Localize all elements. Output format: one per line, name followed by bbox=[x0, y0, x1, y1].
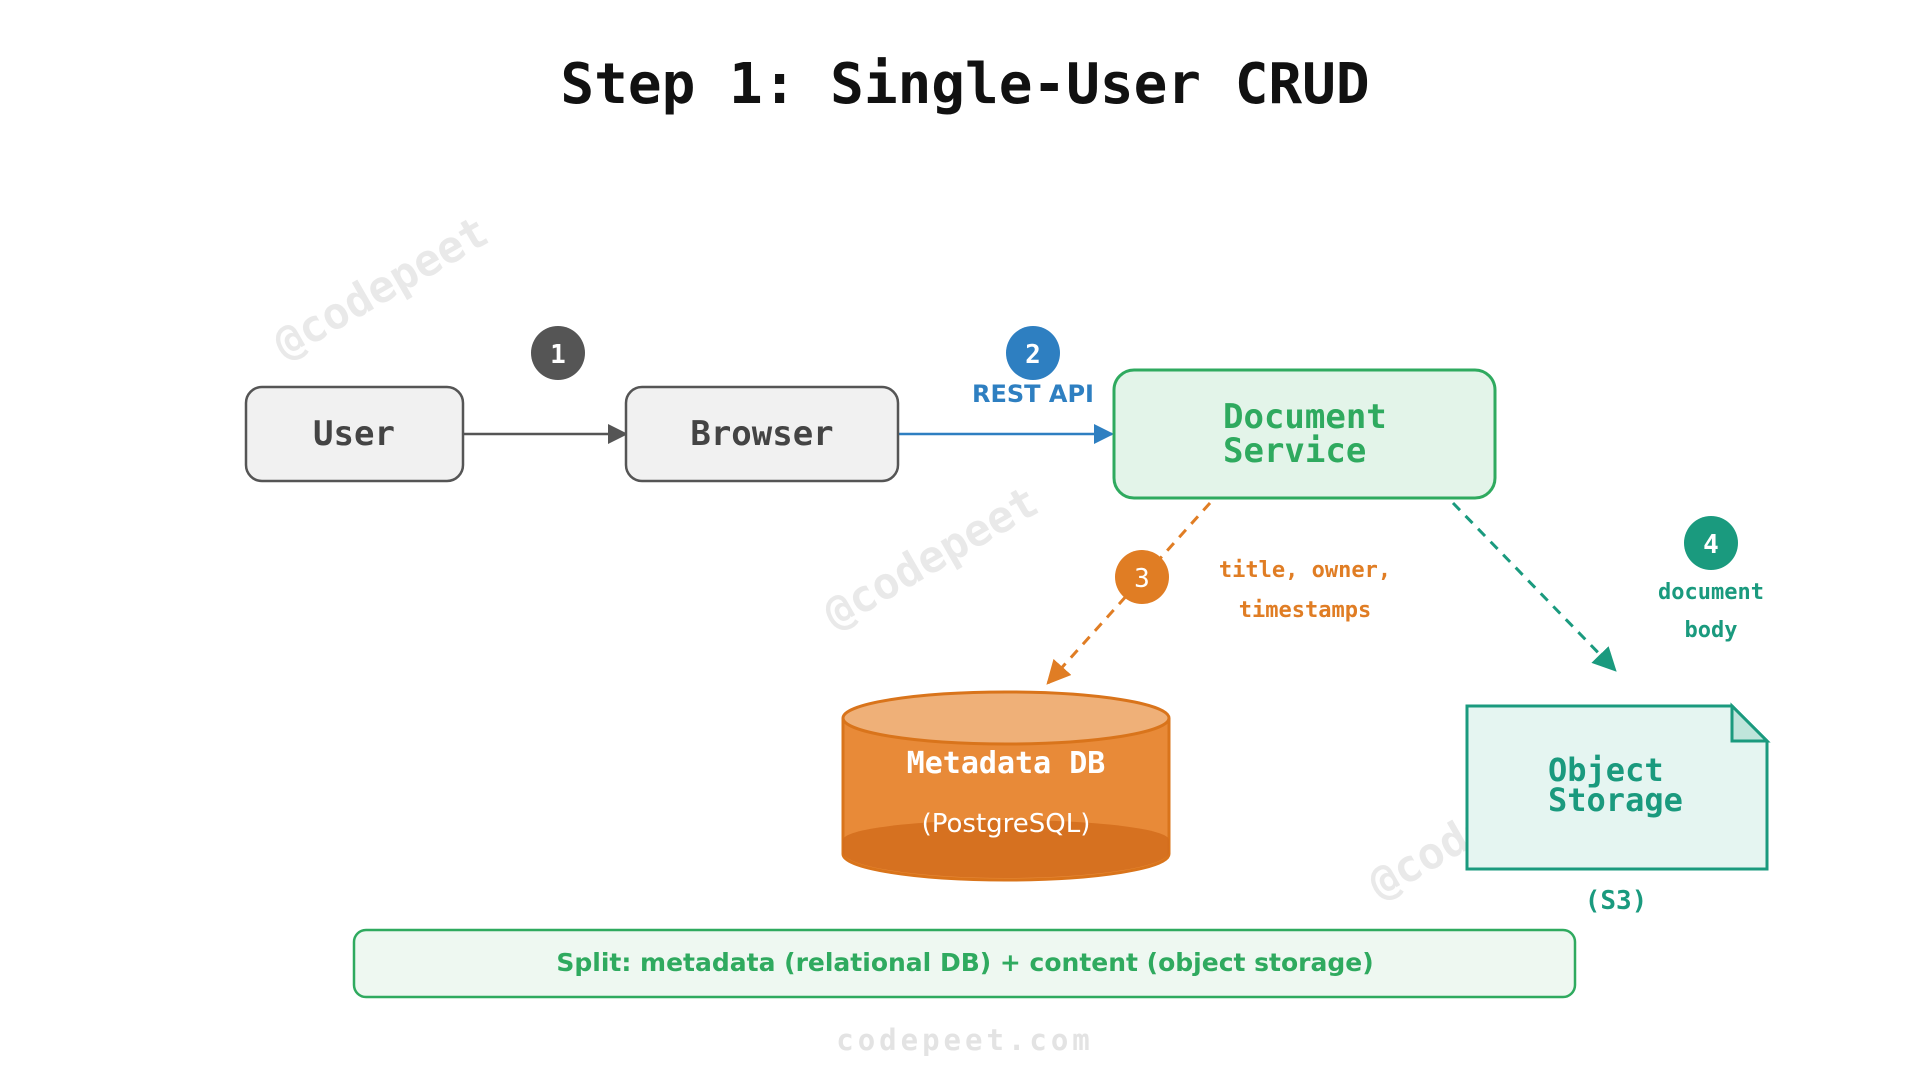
node-user-label: User bbox=[313, 414, 395, 454]
step-1: 1 bbox=[531, 326, 585, 380]
step-label-4-line1: document bbox=[1658, 580, 1764, 605]
site-footer: codepeet.com bbox=[836, 1023, 1094, 1057]
step-label-3-line2: timestamps bbox=[1239, 598, 1371, 623]
step-badge-3 bbox=[1115, 550, 1169, 604]
node-document-service-label-line1: Document bbox=[1223, 397, 1387, 437]
step-3: 3 title, owner, timestamps bbox=[1115, 550, 1391, 623]
step-label-2: REST API bbox=[972, 380, 1094, 408]
node-metadata-db-label: Metadata DB bbox=[907, 746, 1106, 781]
step-2: 2 REST API bbox=[972, 326, 1094, 408]
node-object-storage: Object Storage (S3) bbox=[1465, 702, 1771, 916]
node-browser-label: Browser bbox=[690, 414, 833, 454]
footer-note-text: Split: metadata (relational DB) + conten… bbox=[556, 948, 1373, 977]
node-metadata-db: Metadata DB (PostgreSQL) bbox=[841, 690, 1171, 882]
node-metadata-db-sublabel: (PostgreSQL) bbox=[922, 809, 1091, 839]
step-4: 4 document body bbox=[1658, 516, 1764, 643]
step-label-3-line1: title, owner, bbox=[1219, 558, 1391, 583]
step-badge-2 bbox=[1006, 326, 1060, 380]
step-badge-1 bbox=[531, 326, 585, 380]
footer-note: Split: metadata (relational DB) + conten… bbox=[352, 928, 1577, 999]
step-badge-4 bbox=[1684, 516, 1738, 570]
edge-service-metadata bbox=[1046, 501, 1212, 685]
node-object-storage-label-line1: Object bbox=[1548, 751, 1664, 789]
node-object-storage-sublabel: (S3) bbox=[1585, 886, 1648, 916]
step-label-4-line2: body bbox=[1685, 618, 1738, 643]
step-number-2: 2 bbox=[1025, 340, 1041, 370]
step-number-4: 4 bbox=[1703, 530, 1719, 560]
step-number-3: 3 bbox=[1134, 564, 1150, 594]
node-object-storage-label-line2: Storage bbox=[1548, 781, 1683, 819]
watermark: @codepeet bbox=[265, 206, 497, 369]
page-title: Step 1: Single-User CRUD bbox=[560, 52, 1369, 117]
node-browser: Browser bbox=[624, 385, 900, 483]
watermark: @codepeet bbox=[815, 476, 1047, 639]
node-user: User bbox=[244, 385, 465, 483]
node-document-service-label-line2: Service bbox=[1223, 431, 1366, 471]
node-document-service: Document Service bbox=[1112, 368, 1497, 500]
edge-service-storage bbox=[1451, 501, 1617, 672]
step-number-1: 1 bbox=[550, 340, 566, 370]
